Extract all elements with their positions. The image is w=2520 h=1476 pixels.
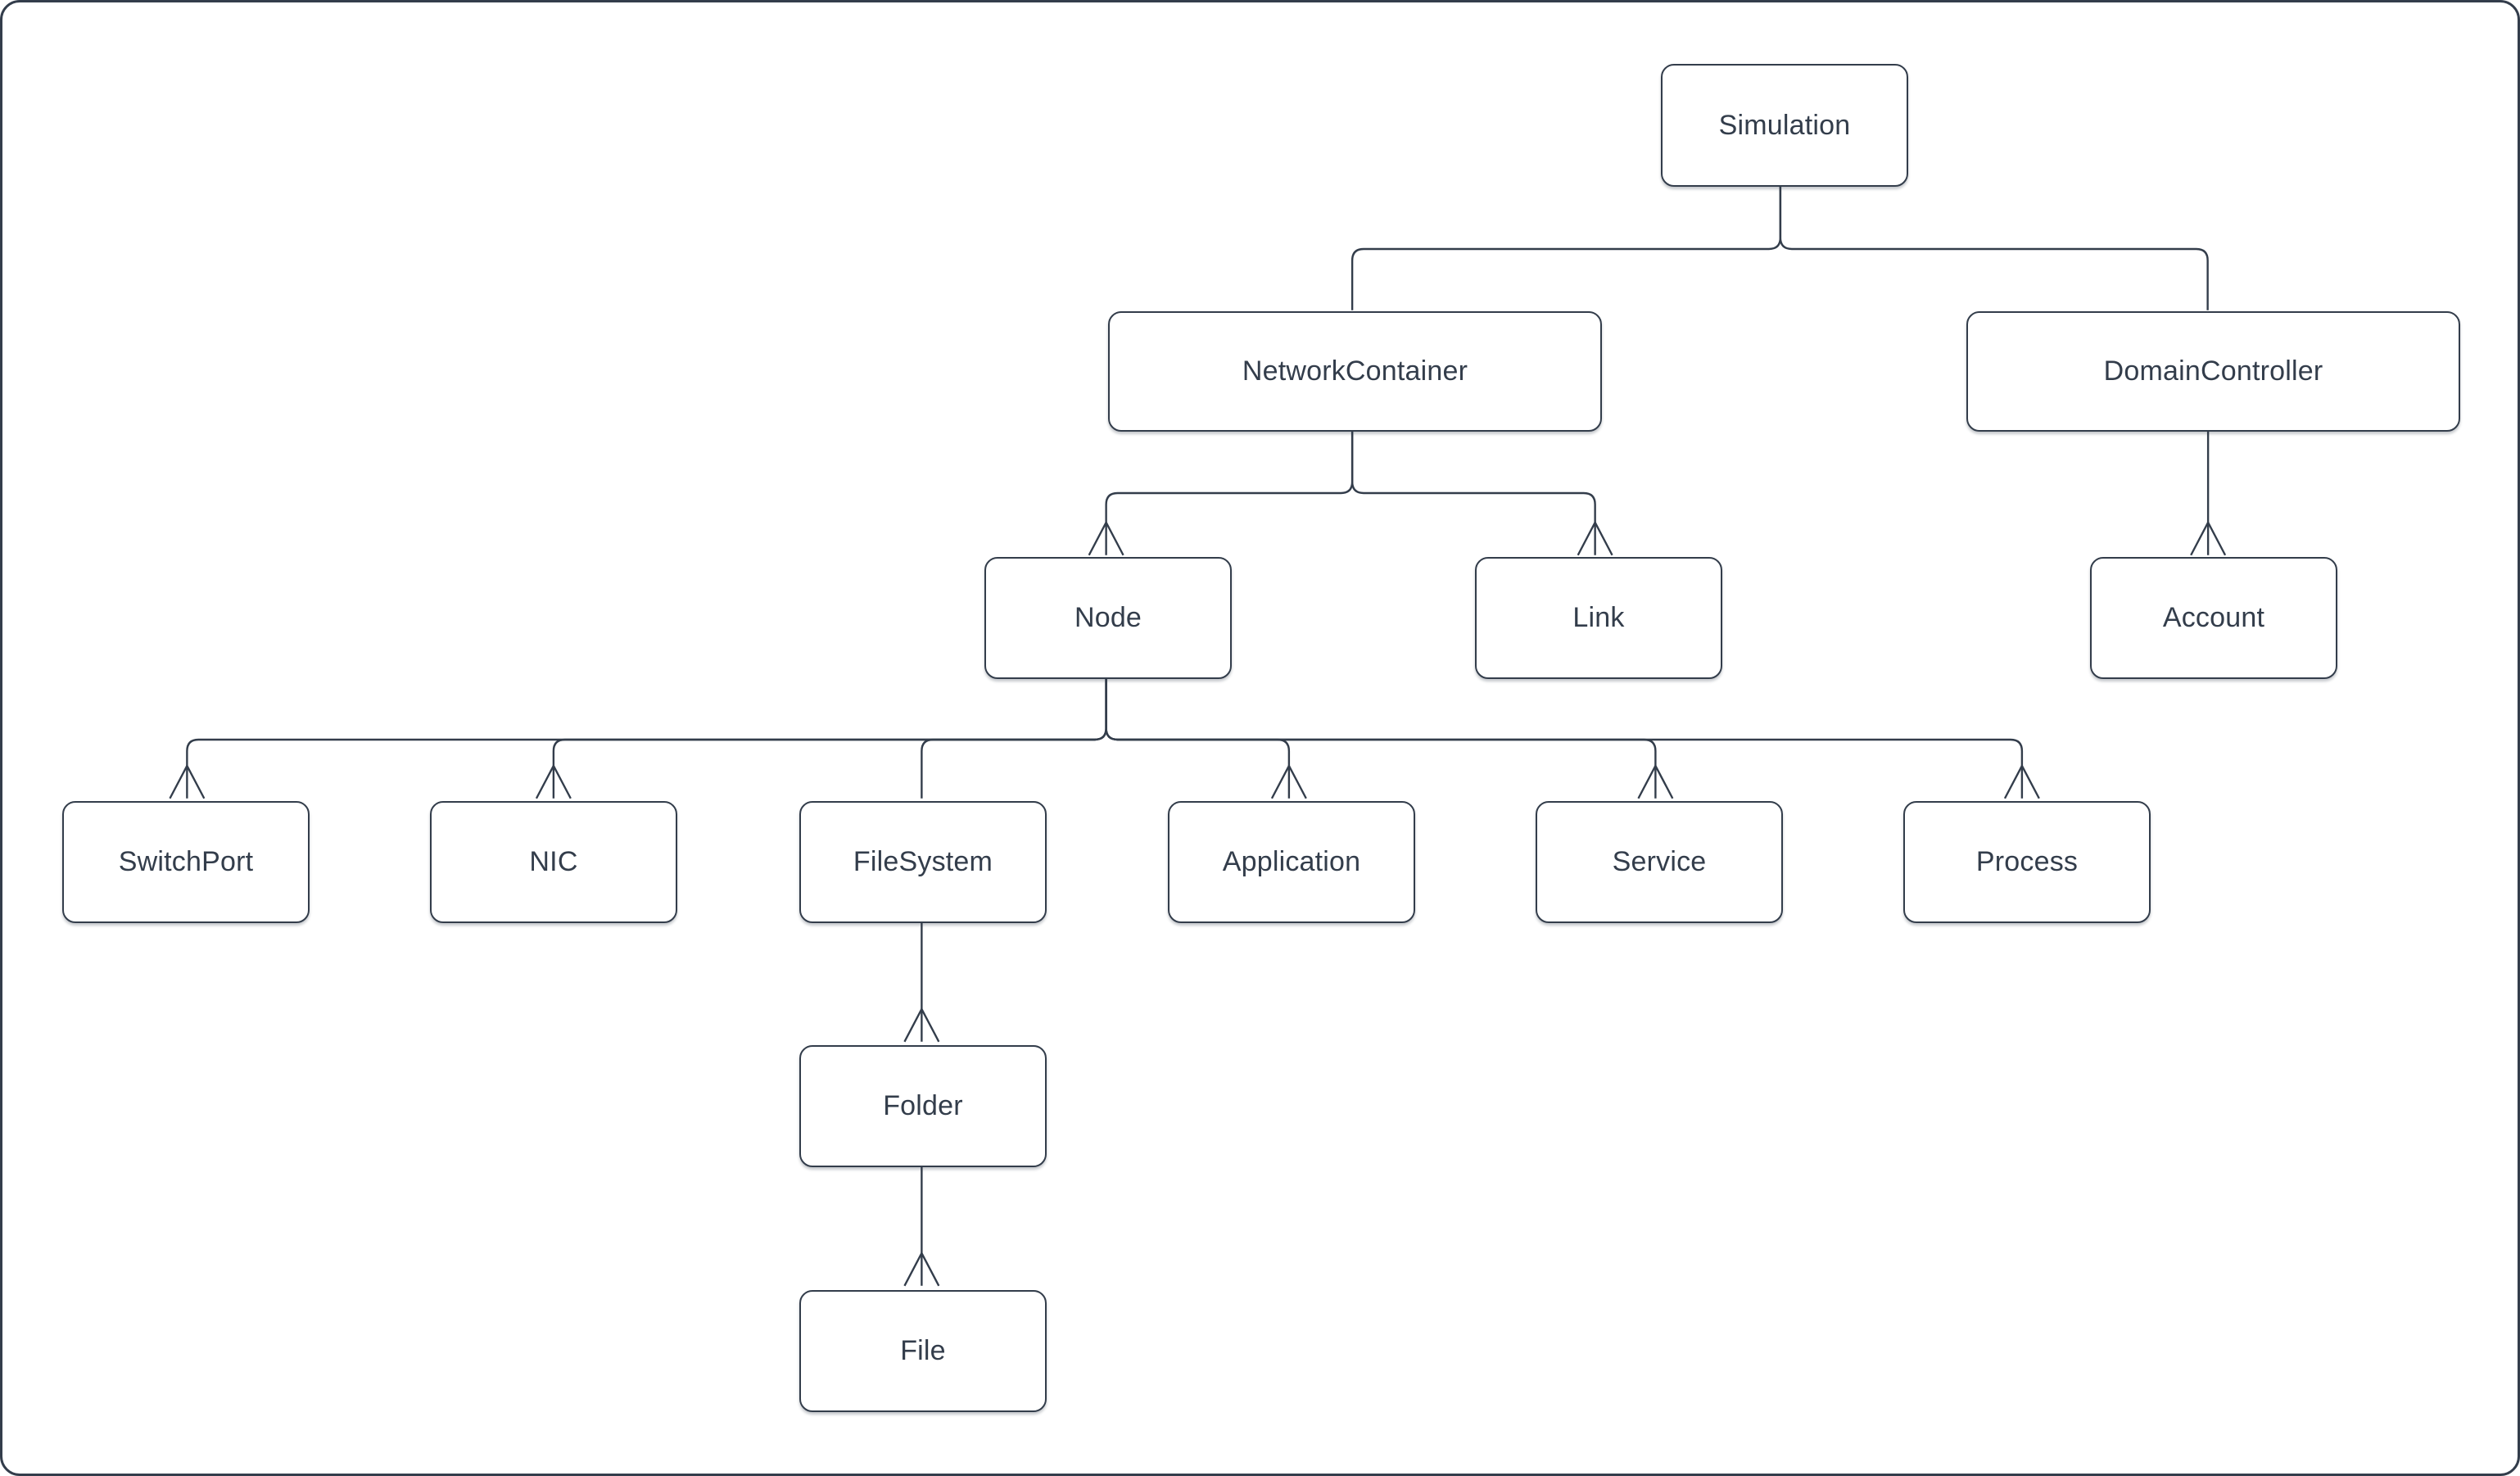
node-label: NIC [529, 846, 578, 877]
edge-simulation-domaincontroller [1779, 186, 2209, 310]
node-folder[interactable]: Folder [799, 1045, 1047, 1167]
node-node[interactable]: Node [984, 557, 1232, 679]
node-process[interactable]: Process [1903, 801, 2151, 923]
node-domaincontroller[interactable]: DomainController [1966, 311, 2460, 432]
arrowhead-node-process [2003, 763, 2040, 799]
node-switchport[interactable]: SwitchPort [62, 801, 310, 923]
arrowhead-node-switchport [169, 763, 206, 799]
node-file[interactable]: File [799, 1290, 1047, 1412]
node-label: Process [1975, 846, 2079, 877]
arrowhead-domaincontroller-account [2190, 520, 2227, 556]
node-filesystem[interactable]: FileSystem [799, 801, 1047, 923]
edge-networkcontainer-node [1105, 430, 1354, 555]
node-label: Node [1074, 602, 1142, 633]
arrowhead-folder-file [903, 1251, 940, 1287]
node-simulation[interactable]: Simulation [1661, 64, 1908, 187]
arrowhead-node-nic [535, 763, 572, 799]
node-label: SwitchPort [118, 846, 254, 877]
node-label: DomainController [2103, 355, 2323, 387]
arrowhead-networkcontainer-link [1577, 520, 1613, 556]
node-label: Folder [883, 1090, 963, 1121]
edge-simulation-networkcontainer [1350, 186, 1782, 310]
node-application[interactable]: Application [1168, 801, 1415, 923]
node-service[interactable]: Service [1536, 801, 1783, 923]
edge-node-switchport [186, 677, 1107, 799]
node-label: Application [1222, 846, 1361, 877]
arrowhead-networkcontainer-node [1088, 520, 1124, 556]
arrowhead-filesystem-folder [903, 1007, 940, 1043]
node-label: File [900, 1335, 946, 1366]
arrowhead-node-service [1637, 763, 1674, 799]
node-label: FileSystem [853, 846, 993, 877]
node-label: Service [1612, 846, 1707, 877]
edge-node-service [1105, 677, 1657, 799]
node-label: Link [1572, 602, 1625, 633]
node-label: Account [2162, 602, 2265, 633]
edge-node-process [1105, 677, 2024, 799]
edge-node-application [1105, 677, 1291, 799]
node-account[interactable]: Account [2090, 557, 2337, 679]
edge-networkcontainer-link [1350, 430, 1596, 555]
edge-node-nic [552, 677, 1107, 799]
edge-node-filesystem [921, 677, 1107, 799]
node-link[interactable]: Link [1475, 557, 1722, 679]
node-label: NetworkContainer [1242, 355, 1468, 387]
node-label: Simulation [1718, 109, 1851, 141]
node-networkcontainer[interactable]: NetworkContainer [1108, 311, 1602, 432]
arrowhead-node-application [1270, 763, 1307, 799]
node-nic[interactable]: NIC [430, 801, 677, 923]
